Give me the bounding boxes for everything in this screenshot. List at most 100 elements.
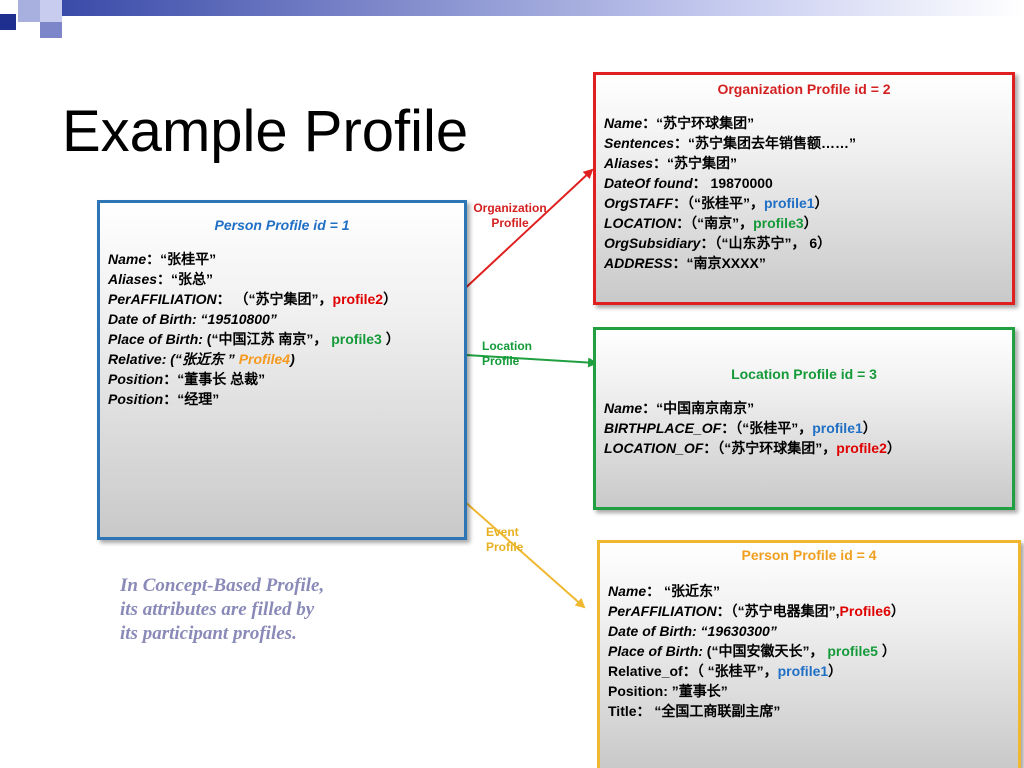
attribute-line: Date of Birth: “19630300” [608,621,1010,641]
attribute-text: BIRTHPLACE_OF [604,420,722,436]
profile-reference: profile1 [777,663,829,679]
attribute-line: Sentences：“苏宁集团去年销售额……” [604,133,1004,153]
attribute-line: Name：“张桂平” [108,249,456,269]
attribute-text: ：（“苏宁电器集团”, [716,603,840,619]
attribute-text: Relative_of：（ “张桂平”， [608,663,778,679]
attribute-line: LOCATION：（“南京”，profile3） [604,213,1004,233]
profile-reference: profile5 [827,643,878,659]
attribute-text: Name [608,583,647,599]
attribute-text: ：“经理” [163,391,220,407]
attribute-text: ： 19870000 [692,175,773,191]
attribute-text: ADDRESS [604,255,673,271]
attribute-text: ：“张桂平” [146,251,217,267]
attribute-text: Name [108,251,147,267]
attribute-text: ：“苏宁集团” [653,155,738,171]
attribute-line: Position：“董事长 总裁” [108,369,456,389]
attribute-line: PerAFFILIATION： （“苏宁集团”，profile2） [108,289,456,309]
attribute-line: Relative_of：（ “张桂平”，profile1） [608,661,1010,681]
concept-note: In Concept-Based Profile, its attributes… [120,575,325,644]
attribute-text: (“中国江苏 南京”， [202,331,332,347]
attribute-line: Aliases：“苏宁集团” [604,153,1004,173]
attribute-text: ：（“张桂平”， [672,195,764,211]
attribute-line: LOCATION_OF：（“苏宁环球集团”，profile2） [604,438,1004,458]
person-profile-1-box: Person Profile id = 1 Name：“张桂平”Aliases：… [97,200,467,540]
attribute-text: Place of Birth: [608,643,703,659]
attribute-text: ：“南京XXXX” [672,255,766,271]
attribute-text: ） [381,331,400,347]
attribute-text: ：（“张桂平”， [721,420,813,436]
attribute-text: Place of Birth: [108,331,203,347]
attribute-text: OrgSTAFF [604,195,673,211]
attribute-text: PerAFFILIATION [608,603,717,619]
attribute-text: Aliases [604,155,654,171]
attribute-text: PerAFFILIATION [108,291,217,307]
attribute-line: DateOf found： 19870000 [604,173,1004,193]
arrow-location [448,353,598,368]
profile-reference: profile3 [753,215,804,231]
attribute-text: ） [877,643,896,659]
attribute-text: ：（“山东苏宁”， 6） [700,235,832,251]
profile-reference: profile2 [332,291,384,307]
attribute-text: ：（“苏宁环球集团”， [703,440,837,456]
attribute-text: ：“苏宁集团去年销售额……” [674,135,857,151]
profile-reference: profile3 [331,331,382,347]
attribute-text: Date of Birth: “19630300” [608,623,777,639]
attribute-line: Relative: (“张近东 ” Profile4) [108,349,456,369]
attribute-text: DateOf found [604,175,693,191]
profile-reference: profile1 [812,420,863,436]
attribute-line: OrgSubsidiary：（“山东苏宁”， 6） [604,233,1004,253]
attribute-text: Position [108,391,164,407]
arrow-organization [458,168,594,295]
organization-profile-2-attributes: Name：“苏宁环球集团”Sentences：“苏宁集团去年销售额……”Alia… [604,113,1004,273]
profile-reference: profile2 [836,440,887,456]
attribute-text: ：“董事长 总裁” [163,371,266,387]
attribute-line: Date of Birth: “19510800” [108,309,456,329]
attribute-line: Place of Birth: (“中国安徽天长”， profile5 ） [608,641,1010,661]
attribute-line: Name：“苏宁环球集团” [604,113,1004,133]
attribute-line: Title： “全国工商联副主席” [608,701,1010,721]
attribute-text: Position [108,371,164,387]
person-profile-1-attributes: Name：“张桂平”Aliases：“张总”PerAFFILIATION： （“… [108,249,456,409]
person-profile-4-header: Person Profile id = 4 [741,547,877,563]
attribute-text: ： （“苏宁集团”， [216,291,333,307]
attribute-line: Aliases：“张总” [108,269,456,289]
attribute-text: ） [890,603,905,619]
attribute-text: Date of Birth: “19510800” [108,311,277,327]
attribute-text: ：“苏宁环球集团” [642,115,755,131]
attribute-text: ） [862,420,877,436]
attribute-text: Sentences [604,135,675,151]
attribute-line: OrgSTAFF：（“张桂平”，profile1） [604,193,1004,213]
profile-reference: profile1 [763,195,815,211]
attribute-text: (“中国安徽天长”， [702,643,828,659]
attribute-text: ：“中国南京南京” [642,400,755,416]
attribute-text: OrgSubsidiary [604,235,701,251]
attribute-text: ） [886,440,901,456]
deco-square-dark [0,14,16,30]
attribute-line: Position: ”董事长” [608,681,1010,701]
attribute-text: ：（“南京”， [676,215,754,231]
profile-reference: Profile4 [238,351,291,367]
attribute-text: ） [828,663,843,679]
attribute-text: ：“张总” [157,271,214,287]
person-profile-1-header: Person Profile id = 1 [214,217,350,233]
organization-profile-2-header: Organization Profile id = 2 [717,81,891,97]
deco-gradient-band [62,0,1024,16]
deco-square-mid [40,22,62,38]
attribute-line: ADDRESS：“南京XXXX” [604,253,1004,273]
attribute-line: BIRTHPLACE_OF：（“张桂平”，profile1） [604,418,1004,438]
organization-profile-2-box: Organization Profile id = 2 Name：“苏宁环球集团… [593,72,1015,305]
location-profile-3-box: Location Profile id = 3 Name：“中国南京南京”BIR… [593,327,1015,510]
profile-reference: Profile6 [839,603,891,619]
attribute-text: ） [803,215,818,231]
person-profile-4-attributes: Name： “张近东”PerAFFILIATION：（“苏宁电器集团”,Prof… [608,581,1010,721]
attribute-text: ） [383,291,398,307]
attribute-text: LOCATION [604,215,677,231]
attribute-line: Position：“经理” [108,389,456,409]
title-bar-decoration [0,0,1024,38]
attribute-text: ) [290,351,295,367]
attribute-text: Aliases [108,271,158,287]
attribute-text: Title： “全国工商联副主席” [608,703,781,719]
attribute-text: Relative: (“张近东 ” [108,351,239,367]
